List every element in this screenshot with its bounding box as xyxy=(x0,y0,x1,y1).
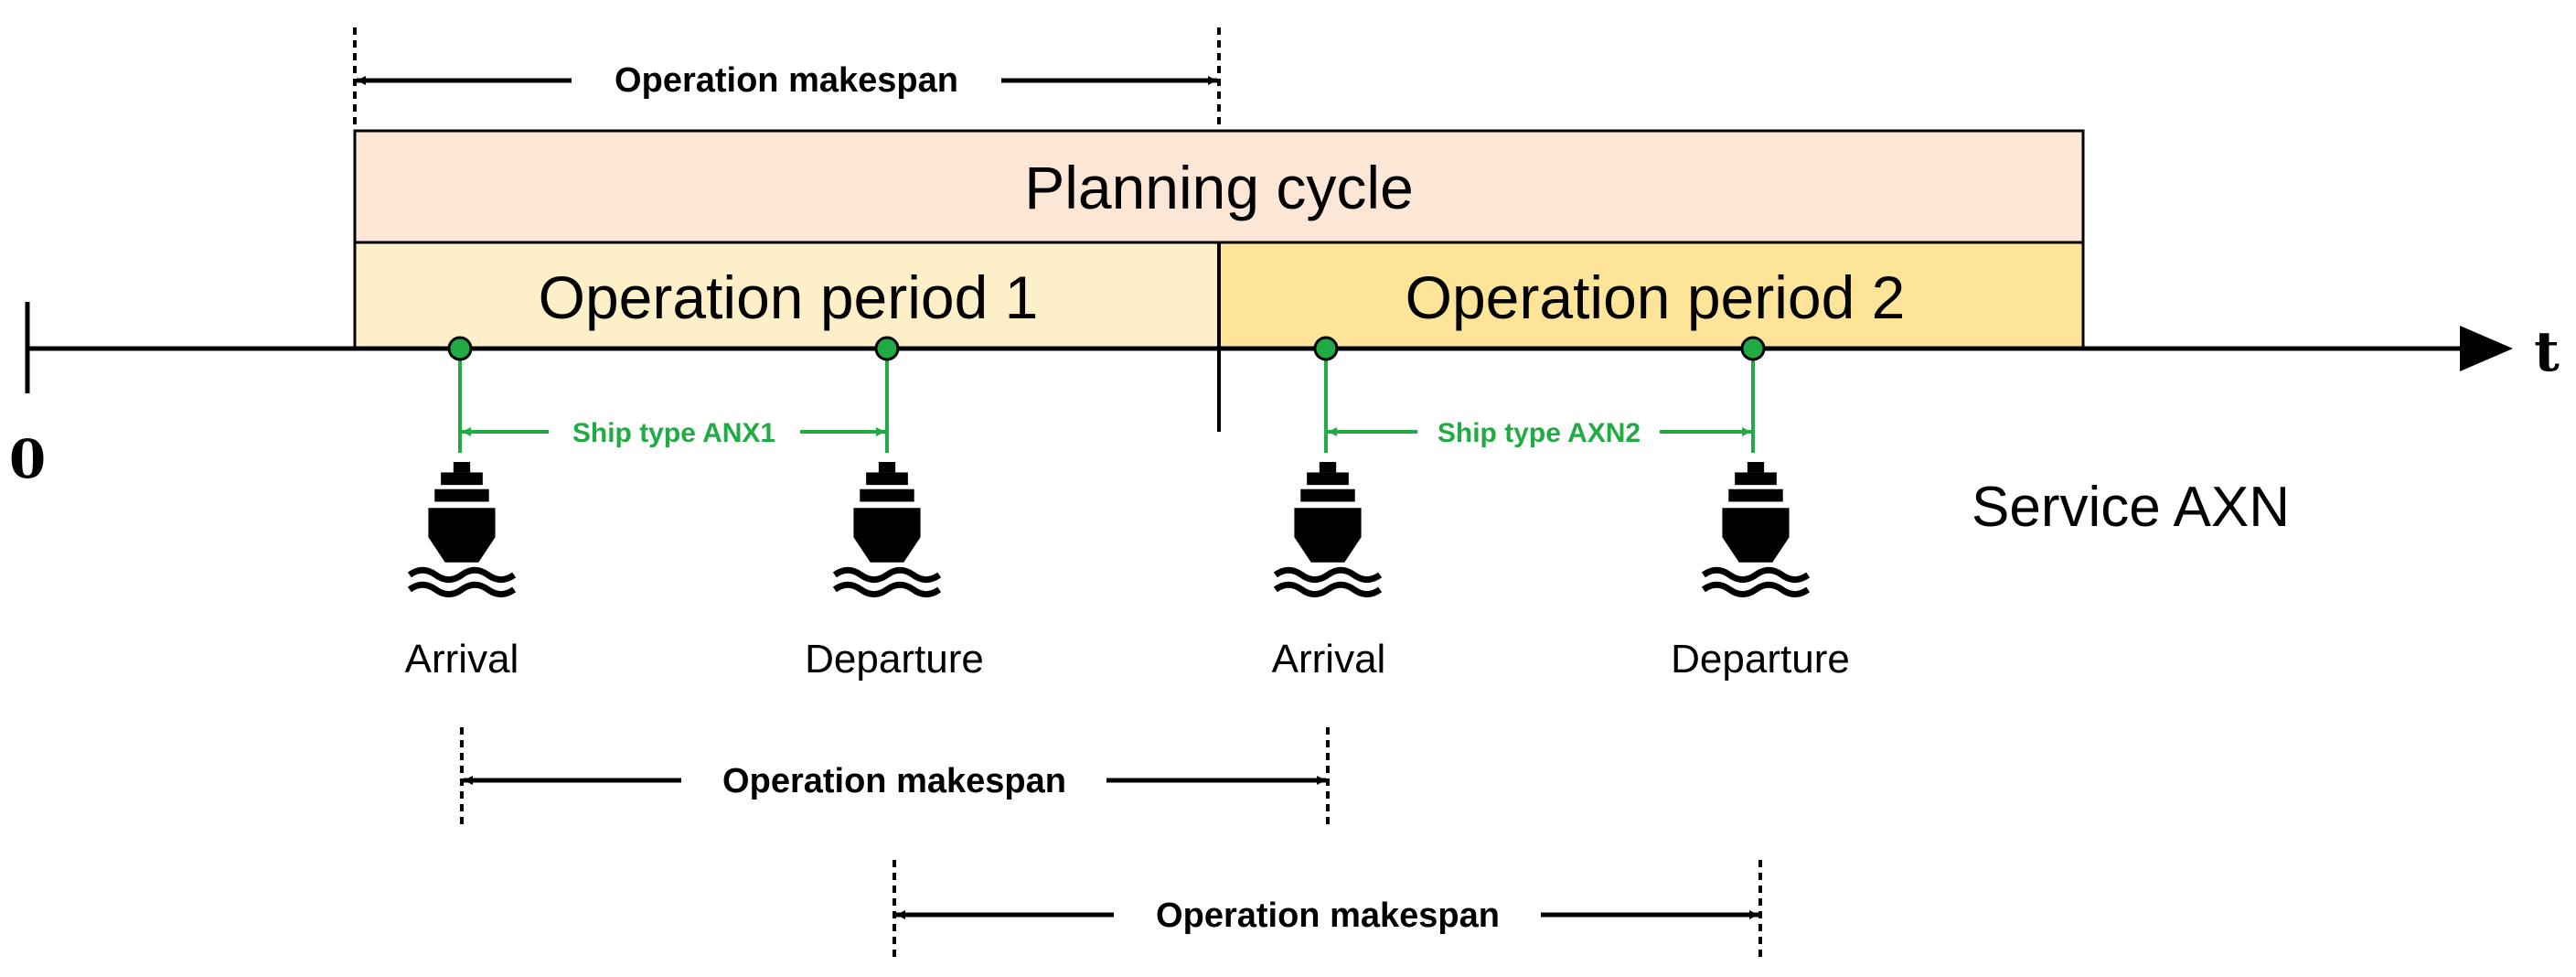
planning-cycle-bar: Planning cycle xyxy=(353,129,2085,244)
axis-origin-label: 0 xyxy=(9,428,46,490)
operation-period-2: Operation period 2 xyxy=(1217,241,2085,350)
event-label-departure-2: Departure xyxy=(1671,637,1850,682)
top-makespan-label: Operation makespan xyxy=(615,61,958,100)
axis-end-label: t xyxy=(2534,320,2560,384)
event-dot-departure-2 xyxy=(1740,336,1766,361)
bottom-makespan-dimension-2: Operation makespan xyxy=(893,860,1762,961)
planning-cycle-label: Planning cycle xyxy=(1024,154,1414,221)
top-makespan-dimension: Operation makespan xyxy=(353,27,1221,128)
ship-icon xyxy=(1704,462,1808,595)
ship-type-axn2-span: Ship type AXN2 xyxy=(1324,349,1755,453)
ship-icon xyxy=(1276,462,1380,595)
time-axis: 0 t xyxy=(9,302,2560,490)
ship-type-anx1-label: Ship type ANX1 xyxy=(572,418,775,448)
service-label: Service AXN xyxy=(1972,476,2290,539)
ship-type-axn2-label: Ship type AXN2 xyxy=(1438,418,1641,448)
bottom-makespan-1-label: Operation makespan xyxy=(722,762,1066,800)
operation-period-1: Operation period 1 xyxy=(353,241,1221,350)
operation-period-1-label: Operation period 1 xyxy=(539,263,1039,331)
ship-icon xyxy=(410,462,514,595)
event-dot-departure-1 xyxy=(874,336,900,361)
event-label-departure-1: Departure xyxy=(805,637,984,682)
event-label-arrival-2: Arrival xyxy=(1272,637,1386,682)
bottom-makespan-2-label: Operation makespan xyxy=(1156,896,1500,935)
event-label-arrival-1: Arrival xyxy=(405,637,519,682)
ship-icon xyxy=(835,462,939,595)
operation-period-2-label: Operation period 2 xyxy=(1406,263,1906,331)
event-dot-arrival-2 xyxy=(1313,336,1339,361)
ship-type-anx1-span: Ship type ANX1 xyxy=(458,349,889,453)
event-dot-arrival-1 xyxy=(447,336,473,361)
bottom-makespan-dimension-1: Operation makespan xyxy=(460,727,1330,828)
